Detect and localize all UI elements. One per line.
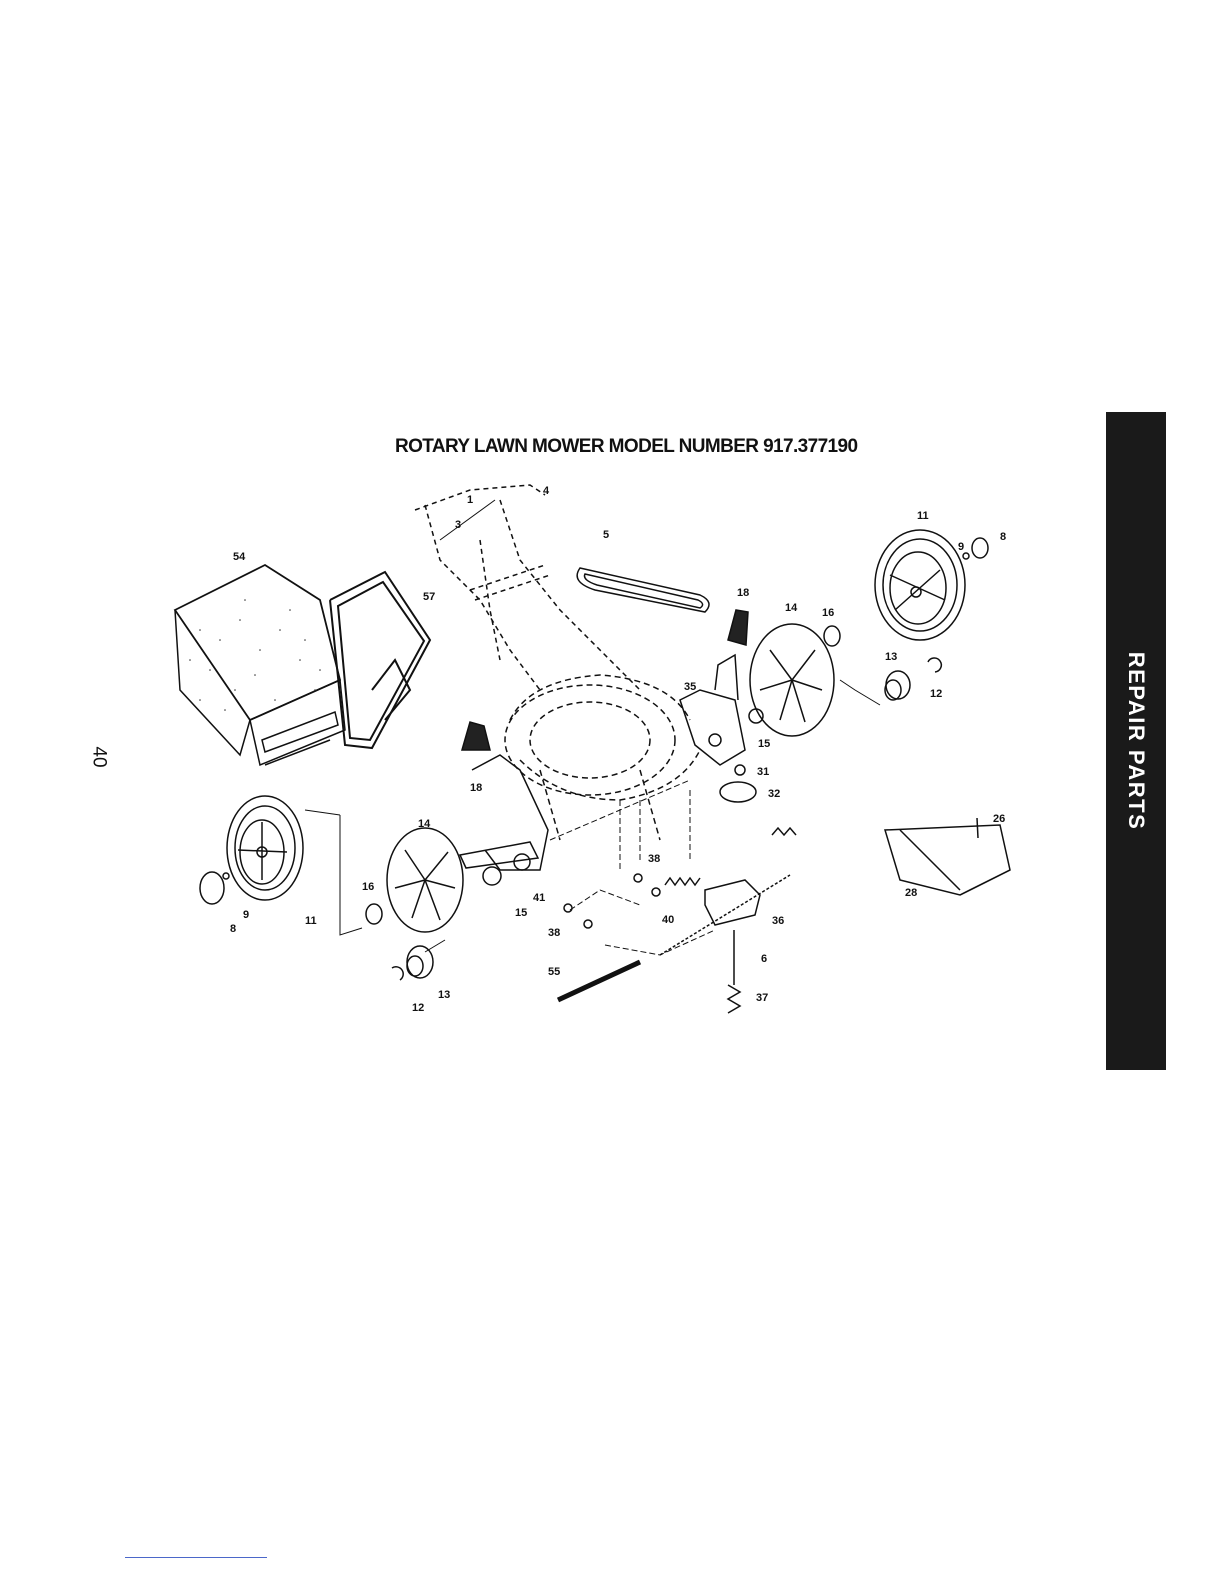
callout-55: 55	[548, 966, 560, 978]
nut-38a	[634, 874, 642, 882]
callout-11-right: 11	[917, 510, 929, 522]
hubcap-right	[972, 538, 988, 558]
callout-28: 28	[905, 887, 917, 899]
callout-31: 31	[757, 766, 769, 778]
height-adjuster-left	[460, 755, 548, 870]
callout-37: 37	[756, 992, 768, 1004]
hubcap-left	[200, 872, 224, 904]
callout-54: 54	[233, 551, 246, 563]
callout-13-right: 13	[885, 651, 897, 663]
axle-lines	[550, 780, 715, 955]
callout-14-left: 14	[418, 818, 431, 830]
leader-lines	[305, 500, 880, 952]
callout-12-right: 12	[930, 688, 942, 700]
spring-37	[728, 985, 740, 1013]
callout-18-left: 18	[470, 782, 482, 794]
nut-38b	[564, 904, 572, 912]
adjuster-knob-left	[462, 722, 490, 750]
nut-right	[963, 553, 969, 559]
callout-15-left: 15	[515, 907, 527, 919]
drive-belt	[577, 568, 709, 612]
spring-40	[665, 878, 700, 885]
callout-16-left: 16	[362, 881, 374, 893]
nut-left	[223, 873, 229, 879]
callout-16-right: 16	[822, 607, 834, 619]
washer-right	[824, 626, 840, 646]
grass-bag-speckle	[189, 599, 321, 711]
callout-6: 6	[761, 953, 767, 965]
callout-8-left: 8	[230, 923, 236, 935]
adjuster-knob-right	[728, 610, 748, 645]
callout-3: 3	[455, 519, 461, 531]
washer-left	[366, 904, 382, 924]
callout-4: 4	[543, 485, 550, 497]
callout-36: 36	[772, 915, 784, 927]
callout-8-right: 8	[1000, 531, 1006, 543]
rod-55	[558, 962, 640, 1000]
callout-15-right: 15	[758, 738, 770, 750]
callout-57: 57	[423, 591, 435, 603]
gear-right	[885, 671, 910, 700]
grass-bag	[175, 565, 345, 765]
callout-12-left: 12	[412, 1002, 424, 1014]
callout-11-left: 11	[305, 915, 317, 927]
callout-18-right: 18	[737, 587, 749, 599]
transmission	[660, 875, 790, 955]
callout-14-right: 14	[785, 602, 798, 614]
spring-top	[772, 828, 796, 835]
callout-38-bottom: 38	[548, 927, 560, 939]
callout-40: 40	[662, 914, 674, 926]
clip-right	[928, 658, 941, 672]
spacer-31	[735, 765, 745, 775]
bag-frame	[330, 572, 430, 748]
wheel-rear-left	[227, 796, 303, 900]
nut-38c	[584, 920, 592, 928]
callout-9-left: 9	[243, 909, 249, 921]
callout-35: 35	[684, 681, 696, 693]
clip-left	[392, 967, 403, 980]
callout-41: 41	[533, 892, 545, 904]
baffle	[885, 825, 1010, 895]
screw-26	[977, 818, 978, 838]
callout-38-top: 38	[648, 853, 660, 865]
wheel-rear-right	[875, 530, 965, 640]
wheel-cover-left	[387, 828, 463, 932]
gear-left	[407, 946, 433, 978]
callout-5: 5	[603, 529, 609, 541]
pulley-32	[720, 782, 756, 802]
height-adjuster-right	[680, 655, 745, 765]
nut-38d	[652, 888, 660, 896]
callout-9-right: 9	[958, 541, 964, 553]
callout-13-left: 13	[438, 989, 450, 1001]
mower-deck	[505, 675, 700, 840]
callout-1: 1	[467, 494, 473, 506]
callout-32: 32	[768, 788, 780, 800]
pinion-left	[483, 867, 501, 885]
pinion-right	[749, 709, 763, 723]
callout-26: 26	[993, 813, 1005, 825]
